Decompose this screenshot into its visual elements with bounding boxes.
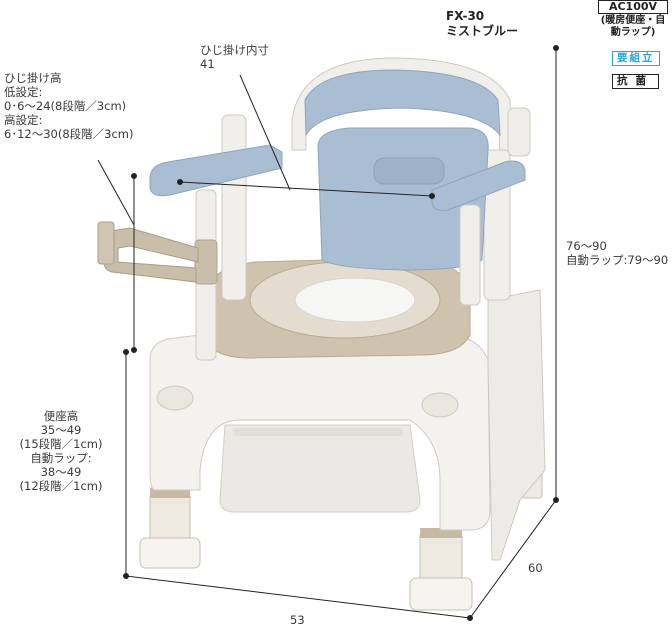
power-badge: AC100V bbox=[598, 0, 668, 14]
product-color-name: ミストブルー bbox=[446, 24, 519, 38]
dimension-lines bbox=[97, 45, 559, 621]
front-left-leg bbox=[139, 488, 201, 569]
assembly-badge: 要組立 bbox=[612, 51, 660, 66]
front-right-leg bbox=[409, 528, 473, 611]
armrest-height-high-value: 6･12〜30(8段階／3cm) bbox=[4, 127, 134, 141]
armrest-right bbox=[431, 160, 526, 306]
armrest-height-title: ひじ掛け高 bbox=[4, 71, 62, 85]
seat-height-auto-wrap-value: 38〜49 bbox=[40, 465, 82, 479]
toilet-seat bbox=[204, 257, 471, 359]
antibacterial-badge: 抗菌 bbox=[612, 74, 659, 89]
armrest-inner-title: ひじ掛け内寸 bbox=[200, 43, 269, 57]
armrest-inner-value: 41 bbox=[200, 57, 215, 71]
total-height-auto-wrap: 自動ラップ:79〜90 bbox=[566, 254, 669, 267]
power-note: (暖房便座・自動ラップ) bbox=[600, 15, 666, 38]
seat-height-auto-wrap-steps: (12段階／1cm) bbox=[19, 479, 103, 493]
armrest-height-low-label: 低設定: bbox=[4, 85, 43, 99]
depth-value: 60 bbox=[528, 561, 543, 575]
total-height-value: 76〜90 bbox=[566, 239, 607, 253]
seat-height-steps: (15段階／1cm) bbox=[19, 437, 103, 451]
backrest-frame bbox=[221, 57, 531, 301]
product-model: FX-30 bbox=[446, 9, 485, 23]
seat-height-auto-wrap-label: 自動ラップ: bbox=[30, 451, 92, 465]
side-bracket bbox=[97, 221, 199, 283]
armrest-height-high-label: 高設定: bbox=[4, 113, 43, 127]
seat-height-title: 便座高 bbox=[43, 409, 79, 423]
armrest-height-low-value: 0･6〜24(8段階／3cm) bbox=[4, 99, 127, 113]
toilet-body bbox=[149, 289, 546, 561]
seat-height-value: 35〜49 bbox=[40, 423, 82, 437]
width-value: 53 bbox=[290, 613, 305, 627]
